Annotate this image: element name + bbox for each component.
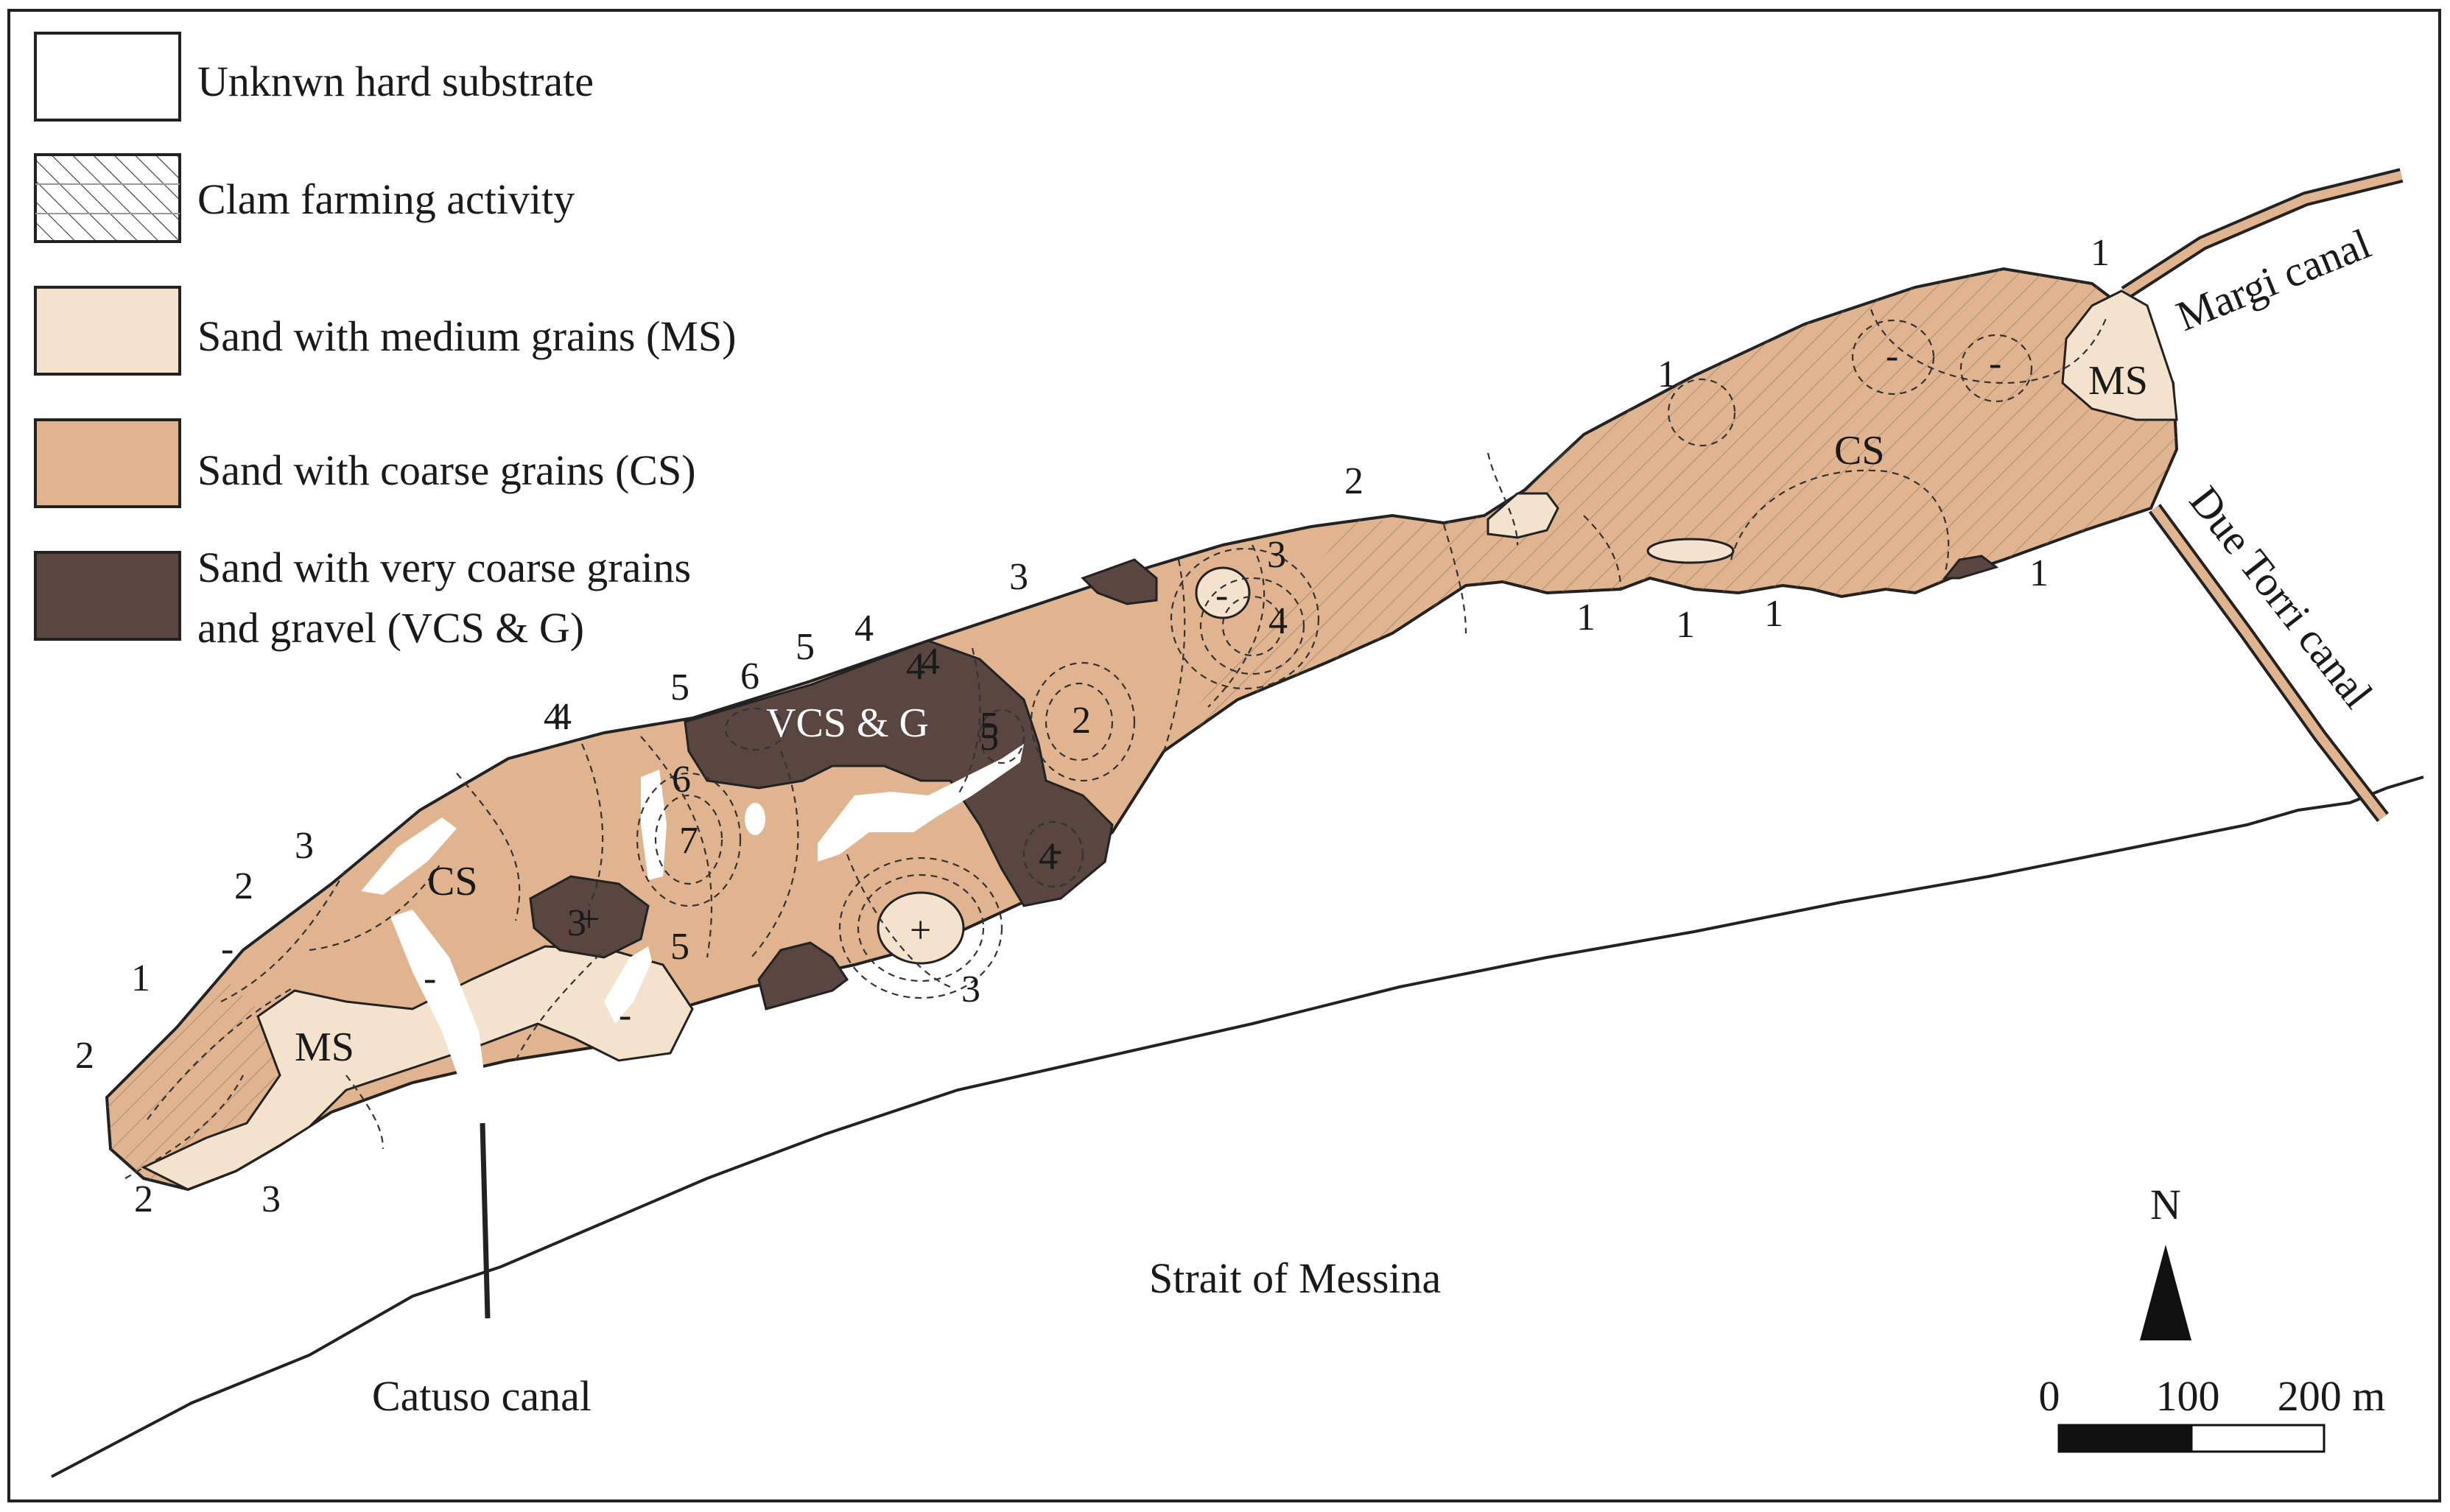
sign-label: - [221, 928, 234, 970]
contour-label: 3 [262, 1178, 281, 1220]
scale-tick-200: 200 m [2278, 1372, 2386, 1420]
contour-label: 3 [1267, 534, 1286, 576]
contour-label: 3 [961, 968, 980, 1010]
contour-label: 5 [670, 667, 689, 708]
vcs-g-patch-east [1942, 555, 1999, 580]
contour-label: 3 [1009, 556, 1028, 598]
legend-swatch-ms [34, 286, 181, 376]
contour-label: 4 [544, 696, 563, 738]
contour-label: 1 [1657, 354, 1677, 395]
legend: Unknwn hard substrate Clam farming activ… [34, 32, 736, 652]
legend-swatch-vcs [34, 551, 181, 641]
contour-label: 1 [131, 957, 150, 999]
contour-label: 3 [295, 825, 314, 867]
contour-label: 2 [1344, 460, 1363, 502]
sign-labels: - - - + + - - - - [221, 335, 2001, 1036]
contour-label: 1 [1576, 597, 1596, 639]
ms-west [141, 945, 694, 1191]
catuso-canal-line [480, 1122, 491, 1319]
contour-label: 5 [796, 626, 815, 668]
ms-patch-east [1646, 538, 1735, 564]
contour-label: 2 [134, 1178, 153, 1220]
contour-label: 6 [740, 655, 759, 697]
contour-label: 4 [854, 608, 874, 650]
contour-label: 2 [75, 1035, 94, 1077]
contour-label: 1 [2091, 232, 2110, 274]
sign-label: - [1989, 342, 2001, 384]
scale-tick-0: 0 [2039, 1372, 2060, 1420]
vcs-g-patch-west [529, 875, 650, 959]
region-label-cs-west: CS [427, 859, 478, 904]
contour-label: 4 [1268, 600, 1288, 642]
north-label: N [2150, 1181, 2181, 1228]
legend-label-vcs-line2: and gravel (VCS & G) [197, 604, 584, 652]
contour-label: 4 [1039, 836, 1058, 878]
region-label-cs-east: CS [1834, 428, 1885, 474]
legend-swatch-unknown [34, 32, 181, 122]
contour-label: 2 [234, 865, 253, 907]
legend-label-clam: Clam farming activity [197, 175, 575, 223]
region-label-ms-west: MS [295, 1024, 354, 1070]
contour-label: 5 [670, 926, 689, 968]
vcs-g-patch-south [757, 941, 849, 1010]
hard-substrate-patches [361, 744, 1024, 1094]
contour-label: 6 [672, 759, 691, 801]
legend-swatch-clam [34, 153, 181, 243]
scale-bar: 0 100 200 m [2039, 1372, 2386, 1453]
legend-label-unknown: Unknwn hard substrate [197, 57, 594, 105]
sign-label: + [578, 899, 600, 940]
place-label-catuso-canal: Catuso canal [372, 1372, 592, 1420]
sign-label: - [1886, 335, 1898, 377]
sign-label: - [424, 957, 436, 999]
contour-label: 2 [1072, 700, 1091, 742]
legend-label-vcs-line1: Sand with very coarse grains [197, 544, 691, 591]
ms-patch-center [1487, 492, 1559, 539]
north-arrow: N [2140, 1181, 2191, 1340]
contour-value-labels: 1 1 1 1 1 1 2 3 4 5 6 5 4 3 3 2 1 2 2 3 … [75, 232, 2110, 1220]
north-arrow-icon [2140, 1245, 2191, 1340]
place-label-strait: Strait of Messina [1149, 1254, 1441, 1302]
figure-frame [7, 9, 2441, 1502]
scale-tick-100: 100 [2156, 1372, 2220, 1420]
vcs-g-main [684, 639, 1114, 907]
contour-label: 1 [1676, 604, 1695, 646]
contour-label: 3 [567, 902, 586, 944]
region-label-ms-east: MS [2088, 358, 2148, 404]
vcs-g-patch-north [1081, 558, 1158, 605]
legend-swatch-cs [34, 418, 181, 508]
contour-label: 1 [1764, 593, 1783, 635]
isopleth-contours [124, 309, 2108, 1179]
contour-label: 4 [552, 696, 572, 738]
ms-east [2061, 289, 2178, 421]
legend-label-cs: Sand with coarse grains (CS) [197, 446, 696, 494]
contour-label: 4 [921, 641, 940, 683]
contour-label: 4 [906, 646, 925, 688]
contour-label: 5 [980, 705, 999, 747]
contour-label: 1 [2029, 552, 2049, 594]
sign-label: - [619, 994, 631, 1036]
sign-label: + [910, 910, 931, 952]
contour-label: 7 [679, 820, 698, 862]
ms-patch-2 [877, 891, 965, 965]
region-label-vcs-g: VCS & G [766, 700, 929, 746]
coastline [51, 776, 2424, 1478]
sign-label: - [1215, 574, 1228, 616]
clam-farming-east [1134, 269, 2177, 781]
legend-label-ms: Sand with medium grains (MS) [197, 312, 736, 360]
contour-label: 5 [980, 717, 999, 759]
sign-label: - [1050, 829, 1062, 871]
